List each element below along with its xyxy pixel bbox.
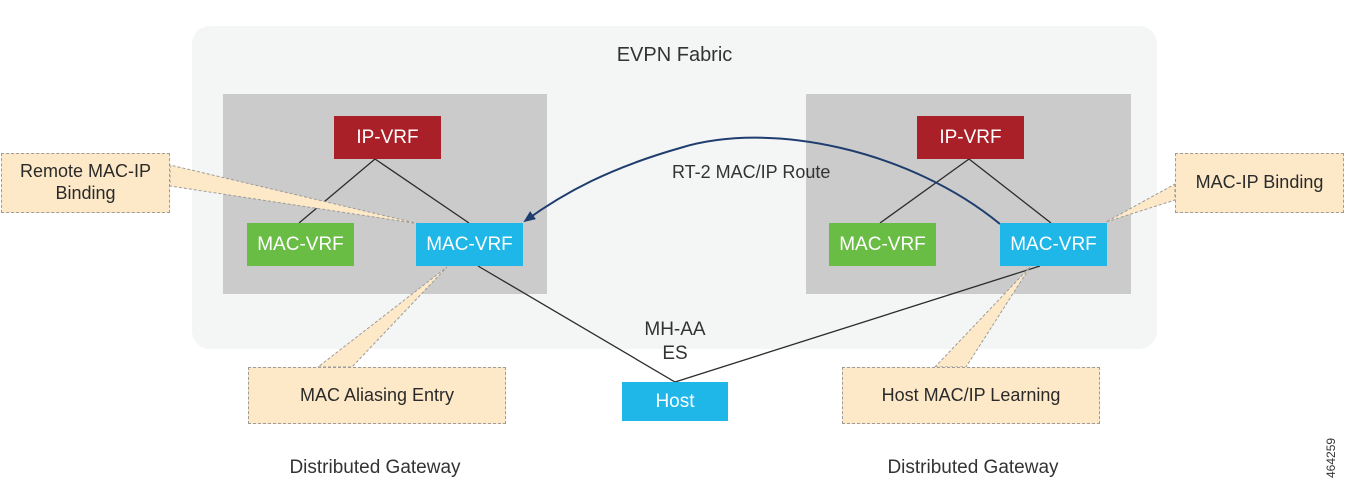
remote-mac-ip-binding-callout: Remote MAC-IP Binding xyxy=(1,153,170,213)
remote-binding-line1: Remote MAC-IP xyxy=(19,161,152,182)
left-gateway-caption: Distributed Gateway xyxy=(289,457,461,478)
host-node: Host xyxy=(622,382,728,421)
left-ip-vrf-node: IP-VRF xyxy=(334,116,441,159)
right-mac-vrf-green-node: MAC-VRF xyxy=(829,223,936,266)
host-mac-ip-learning-callout: Host MAC/IP Learning xyxy=(842,367,1100,424)
left-mac-vrf-green-node: MAC-VRF xyxy=(247,223,354,266)
left-mac-vrf-blue-node: MAC-VRF xyxy=(416,223,523,266)
es-label: MH-AA ES xyxy=(620,318,730,366)
mac-ip-binding-callout: MAC-IP Binding xyxy=(1175,153,1344,213)
route-label: RT-2 MAC/IP Route xyxy=(672,162,831,182)
right-gateway-caption: Distributed Gateway xyxy=(887,457,1059,478)
fabric-title: EVPN Fabric xyxy=(616,44,733,66)
es-label-line2: ES xyxy=(662,343,688,364)
mac-aliasing-entry-callout: MAC Aliasing Entry xyxy=(248,367,506,424)
remote-binding-line2: Binding xyxy=(55,183,116,203)
right-mac-vrf-blue-node: MAC-VRF xyxy=(1000,223,1107,266)
right-ip-vrf-node: IP-VRF xyxy=(917,116,1024,159)
figure-id: 464259 xyxy=(1324,437,1338,478)
es-label-line1: MH-AA xyxy=(644,319,706,340)
